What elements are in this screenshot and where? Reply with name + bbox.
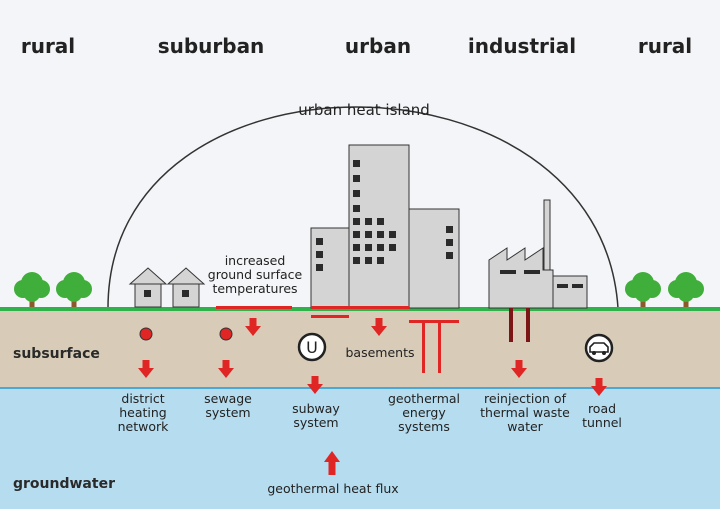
subway-u-icon: U — [297, 332, 327, 362]
sewage-system-label: sewage system — [204, 391, 252, 420]
zone-label-suburban: suburban — [157, 34, 265, 58]
surface-heat-lines — [216, 306, 459, 373]
ground-surface-temperature-label: increased ground surface temperatures — [207, 253, 303, 296]
heat-island-dome — [107, 106, 619, 309]
reinjection-pipes — [509, 308, 530, 342]
geothermal-energy-systems-label: geothermal energy systems — [387, 391, 461, 434]
reinjection-label: reinjection of thermal waste water — [480, 391, 570, 434]
building-right — [408, 208, 460, 309]
svg-text:U: U — [306, 338, 318, 357]
basements-label: basements — [345, 345, 415, 360]
car-tunnel-icon — [584, 333, 614, 363]
pipe-cross-section-icon — [139, 327, 153, 341]
house-1 — [128, 267, 168, 308]
pipe-cross-section-icon — [219, 327, 233, 341]
zone-label-rural-left: rural — [20, 34, 76, 58]
building-tower — [348, 144, 410, 309]
geothermal-heat-flux-label: geothermal heat flux — [267, 481, 399, 496]
heat-flux-arrow-up — [324, 451, 340, 475]
zone-label-urban: urban — [344, 34, 412, 58]
road-tunnel-label: road tunnel — [582, 401, 622, 430]
zone-label-industrial: industrial — [467, 34, 577, 58]
groundwater-label: groundwater — [13, 476, 115, 492]
groundwater-layer — [0, 388, 720, 509]
building-left — [310, 227, 350, 309]
factory — [488, 199, 588, 309]
zone-label-rural-right: rural — [637, 34, 693, 58]
house-2 — [166, 267, 206, 308]
heat-island-label: urban heat island — [298, 101, 430, 119]
district-heating-label: district heating network — [117, 391, 169, 434]
subway-system-label: subway system — [292, 401, 340, 430]
subsurface-label: subsurface — [13, 346, 100, 362]
